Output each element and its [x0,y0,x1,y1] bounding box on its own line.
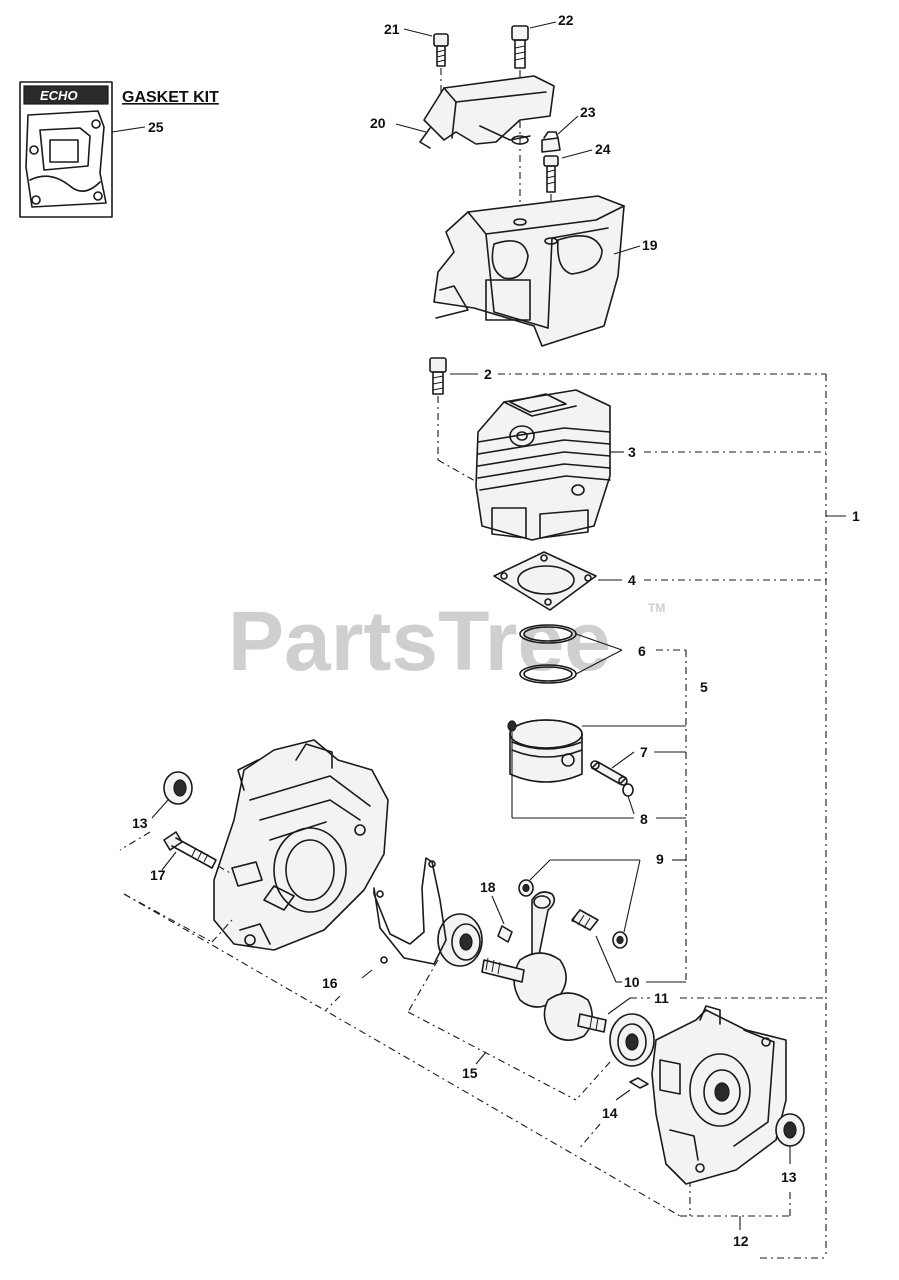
callout-19: 19 [642,237,658,253]
watermark-tm: TM [648,601,665,615]
callout-1: 1 [852,508,860,524]
callout-22: 22 [558,12,574,28]
callout-3: 3 [628,444,636,460]
washer-9-right[interactable] [612,931,628,949]
callout-20: 20 [370,115,386,131]
callout-24: 24 [595,141,611,157]
callout-8: 8 [640,811,648,827]
echo-logo-text: ECHO [40,88,78,103]
plug-23[interactable] [541,131,561,153]
callout-21: 21 [384,21,400,37]
callout-17: 17 [150,867,166,883]
oil-seal-13-left[interactable] [163,771,193,805]
crankcase-left[interactable] [213,739,389,951]
pin-18[interactable] [497,925,513,943]
needle-bearing-10[interactable] [571,909,599,931]
echo-logo [23,85,109,105]
piston[interactable] [507,719,583,783]
callout-4: 4 [628,572,636,588]
callout-14: 14 [602,1105,618,1121]
callout-9: 9 [656,851,664,867]
dowel-pin-14[interactable] [629,1077,649,1089]
crankcase-right[interactable] [651,1005,787,1185]
gasket-kit-package[interactable]: ECHO [19,81,113,218]
callout-6: 6 [638,643,646,659]
oil-seal-13-right[interactable] [775,1113,805,1147]
callout-5: 5 [700,679,708,695]
callout-12: 12 [733,1233,749,1249]
bolt-2[interactable] [429,357,447,395]
bolt-22[interactable] [511,25,529,69]
callout-13b: 13 [781,1169,797,1185]
callout-25: 25 [148,119,164,135]
bolt-17[interactable] [163,831,217,869]
bracket-20[interactable] [419,75,555,149]
bolt-21[interactable] [433,33,449,67]
washer-9-left[interactable] [518,879,534,897]
crankshaft-11[interactable] [481,891,607,1041]
callout-7: 7 [640,744,648,760]
gasket-4[interactable] [493,551,597,611]
callout-11: 11 [654,990,669,1006]
callout-10: 10 [624,974,640,990]
callout-18: 18 [480,879,496,895]
cylinder-cover-19[interactable] [433,195,625,347]
piston-pin-7[interactable] [590,760,628,786]
gasket-kit-title: GASKET KIT [122,89,219,106]
callout-16: 16 [322,975,338,991]
bolt-24[interactable] [543,155,559,193]
cylinder-3[interactable] [475,389,611,541]
gasket-16[interactable] [373,857,447,965]
bearing-15-left[interactable] [437,913,483,967]
bearing-15-right[interactable] [609,1013,655,1067]
callout-15: 15 [462,1065,478,1081]
callout-13a: 13 [132,815,148,831]
callout-23: 23 [580,104,596,120]
circlip-8[interactable] [622,783,634,797]
callout-2: 2 [484,366,492,382]
